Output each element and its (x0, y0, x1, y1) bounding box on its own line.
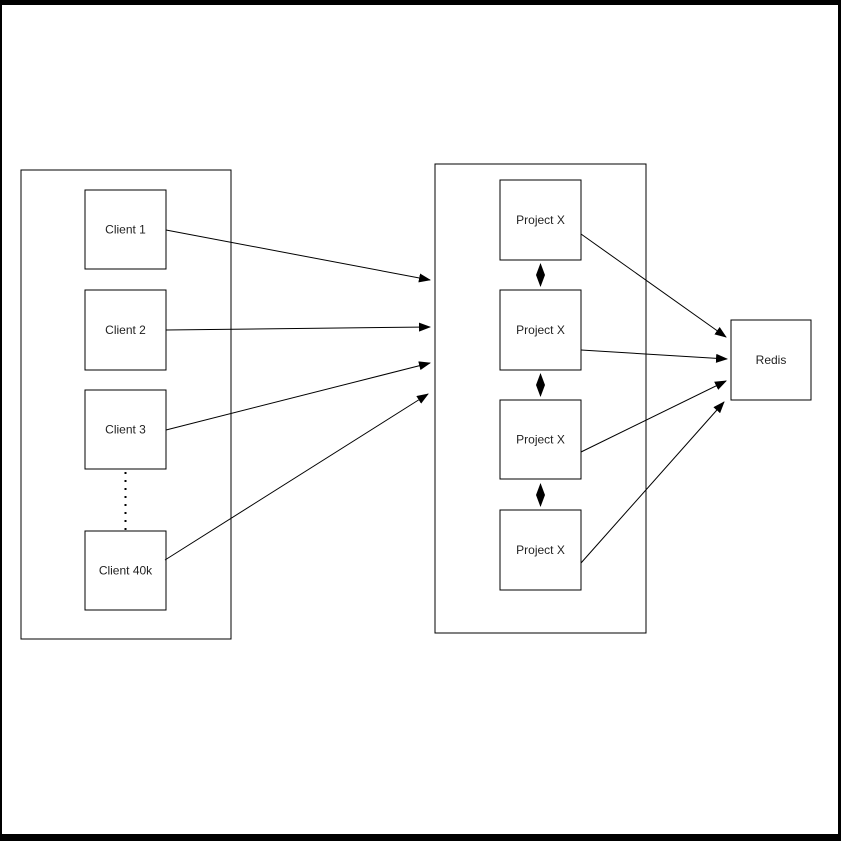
project-3-box (499, 399, 582, 480)
client-40k-label: Client 40k (99, 564, 153, 578)
project-1-box (499, 179, 582, 261)
client-2-box (84, 289, 167, 371)
edge-client3-projects (165, 361, 431, 431)
edge-client2-projects (165, 322, 431, 332)
node-client-40k: Client 40k (84, 530, 167, 611)
edge-client40k-projects (164, 393, 429, 561)
clients-container-box (20, 169, 232, 640)
project-1-label: Project X (516, 213, 565, 227)
node-project-2: Project X (499, 289, 582, 371)
client-40k-box (84, 530, 167, 611)
redis-label: Redis (756, 353, 787, 367)
redis-box (730, 319, 812, 401)
node-redis: Redis (730, 319, 812, 401)
node-project-3: Project X (499, 399, 582, 480)
node-client-3: Client 3 (84, 389, 167, 470)
projects-container-box (434, 163, 647, 634)
client-1-label: Client 1 (105, 223, 146, 237)
project-2-label: Project X (516, 323, 565, 337)
client-3-box (84, 389, 167, 470)
client-2-label: Client 2 (105, 323, 146, 337)
node-project-4: Project X (499, 509, 582, 591)
node-project-1: Project X (499, 179, 582, 261)
project-2-box (499, 289, 582, 371)
project-4-box (499, 509, 582, 591)
project-4-label: Project X (516, 543, 565, 557)
edge-project3-redis (580, 380, 727, 453)
edge-project2-redis (580, 349, 728, 363)
node-client-2: Client 2 (84, 289, 167, 371)
node-client-1: Client 1 (84, 189, 167, 270)
project-3-label: Project X (516, 433, 565, 447)
edge-client1-projects (165, 229, 431, 283)
client-3-label: Client 3 (105, 423, 146, 437)
client-1-box (84, 189, 167, 270)
edge-project1-redis (580, 233, 727, 338)
edge-project4-redis (580, 401, 725, 564)
